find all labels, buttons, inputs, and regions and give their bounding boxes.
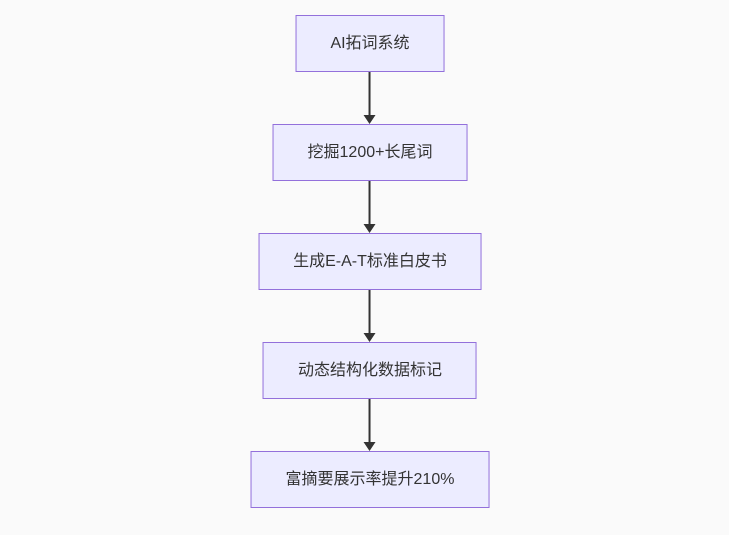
arrow-down-icon — [364, 333, 376, 342]
flow-edge-1 — [364, 72, 376, 124]
flow-node-longtail-mining: 挖掘1200+长尾词 — [272, 124, 468, 181]
arrow-line — [369, 399, 371, 443]
arrow-line — [369, 72, 371, 116]
flowchart: AI拓词系统 挖掘1200+长尾词 生成E-A-T标准白皮书 动态结构化数据标记 — [250, 15, 490, 508]
arrow-line — [369, 181, 371, 225]
flow-node-rich-snippet-rate: 富摘要展示率提升210% — [250, 451, 490, 508]
arrow-down-icon — [364, 442, 376, 451]
flow-node-label: AI拓词系统 — [330, 34, 410, 52]
flow-node-ai-keyword-system: AI拓词系统 — [295, 15, 445, 72]
flow-node-label: 动态结构化数据标记 — [297, 361, 442, 379]
flow-node-eat-whitepaper: 生成E-A-T标准白皮书 — [258, 233, 482, 290]
arrow-down-icon — [364, 115, 376, 124]
flow-node-label: 挖掘1200+长尾词 — [307, 143, 433, 161]
flow-edge-3 — [364, 290, 376, 342]
flow-node-structured-data-markup: 动态结构化数据标记 — [262, 342, 477, 399]
flow-node-label: 生成E-A-T标准白皮书 — [293, 252, 447, 270]
flow-node-label: 富摘要展示率提升210% — [285, 470, 455, 488]
arrow-line — [369, 290, 371, 334]
flow-edge-4 — [364, 399, 376, 451]
flow-edge-2 — [364, 181, 376, 233]
arrow-down-icon — [364, 224, 376, 233]
